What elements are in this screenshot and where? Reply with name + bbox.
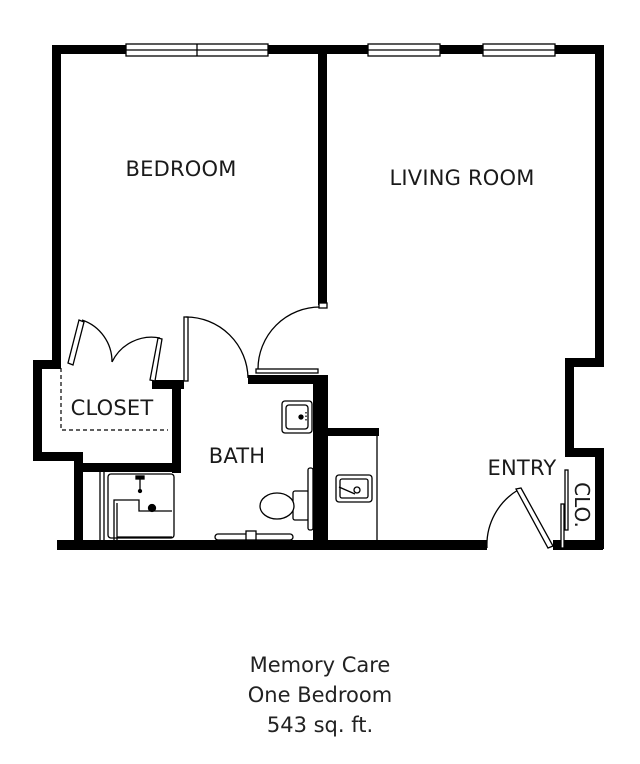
grab-bar-icon bbox=[214, 530, 294, 541]
room-label-bedroom: BEDROOM bbox=[125, 157, 237, 181]
toilet-icon bbox=[259, 467, 314, 531]
room-label-entry-closet: CLO. bbox=[570, 482, 594, 528]
doors bbox=[67, 302, 569, 549]
caption-unit-layout: One Bedroom bbox=[247, 683, 393, 707]
room-label-living-room: LIVING ROOM bbox=[389, 166, 535, 190]
kitchenette-counter bbox=[335, 436, 378, 540]
caption-square-footage: 543 sq. ft. bbox=[266, 713, 374, 737]
room-label-entry: ENTRY bbox=[487, 456, 557, 480]
unit-caption: Memory Care One Bedroom 543 sq. ft. bbox=[0, 650, 640, 740]
windows bbox=[125, 43, 556, 57]
shower-icon bbox=[99, 472, 175, 540]
closet-shelf-dashed bbox=[60, 368, 168, 431]
room-label-bath: BATH bbox=[208, 444, 266, 468]
walls bbox=[33, 45, 604, 550]
room-label-closet: CLOSET bbox=[70, 396, 154, 420]
caption-unit-type: Memory Care bbox=[249, 653, 391, 677]
bathroom-sink-icon bbox=[281, 400, 313, 434]
